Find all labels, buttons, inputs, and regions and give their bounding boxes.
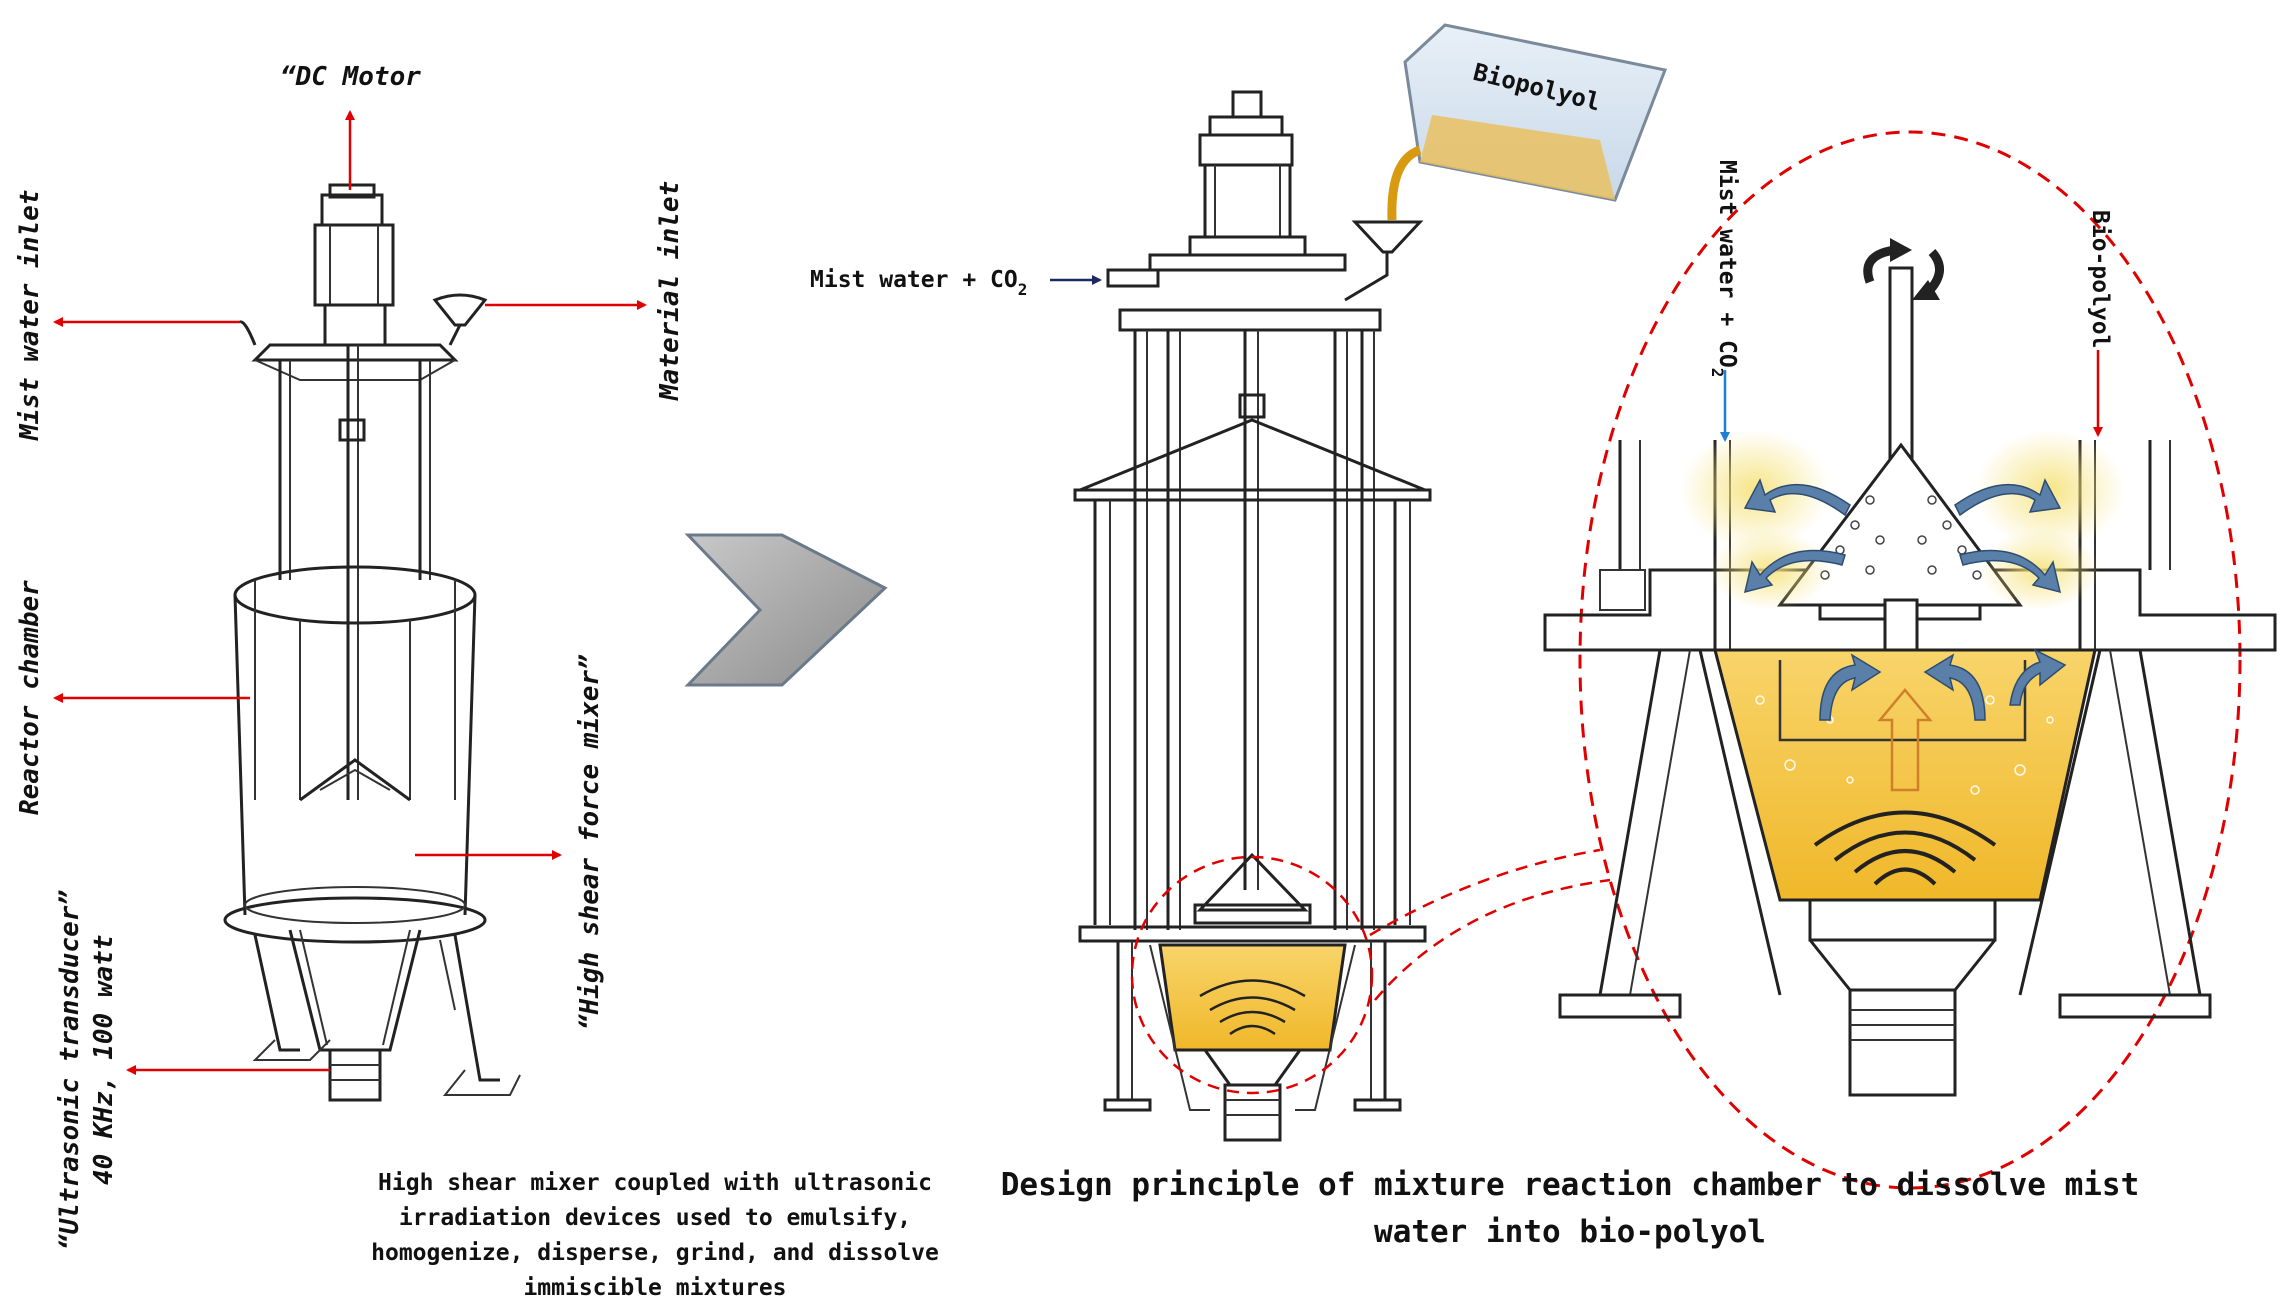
ultrasonic-label-line2: 40 KHz, 100 watt	[89, 935, 119, 1185]
left-annotation-arrows	[53, 110, 647, 1075]
zoom-callout-large	[1578, 130, 2242, 1190]
flow-arrows	[1743, 478, 2067, 721]
high-shear-label: “High shear force mixer”	[575, 654, 605, 1030]
left-caption-line: immiscible mixtures	[523, 1275, 786, 1301]
zoom-connector-bottom	[1374, 878, 1611, 1001]
left-caption-line: High shear mixer coupled with ultrasonic	[378, 1170, 932, 1196]
flow-arrow-icon	[1819, 653, 1882, 721]
rotation-icon	[1863, 238, 1944, 300]
left-caption: High shear mixer coupled with ultrasonic…	[371, 1170, 939, 1301]
flow-arrow-icon	[1954, 478, 2062, 517]
middle-reactor-drawing	[1073, 90, 1432, 1142]
flow-arrow-icon	[1959, 549, 2062, 594]
zoom-callout-small	[1130, 855, 1374, 1095]
reactor-chamber-label: Reactor chamber	[15, 580, 45, 815]
main-caption-line: Design principle of mixture reaction cha…	[1001, 1167, 2139, 1203]
ultrasonic-label-line1: “Ultrasonic transducer”	[55, 890, 85, 1250]
zoomed-chamber-drawing	[1543, 266, 2277, 1097]
flow-arrow-icon	[1743, 478, 1851, 517]
flow-arrow-icon	[1923, 653, 1986, 721]
right-mist-water-label: Mist water + CO2	[1708, 160, 1740, 377]
flow-arrow-icon	[2009, 648, 2067, 706]
dc-motor-label: “DC Motor	[280, 62, 421, 92]
main-caption-line: water into bio-polyol	[1374, 1214, 1766, 1250]
left-caption-line: irradiation devices used to emulsify,	[399, 1205, 911, 1231]
main-caption: Design principle of mixture reaction cha…	[1001, 1167, 2139, 1250]
flow-arrow-icon	[1743, 549, 1846, 594]
left-reactor-drawing	[223, 183, 521, 1102]
zoom-connector-top	[1369, 848, 1601, 937]
right-biopolyol-label: Bio-polyol	[2087, 210, 2113, 348]
middle-mist-water-label: Mist water + CO2	[810, 267, 1027, 299]
left-caption-line: homogenize, disperse, grind, and dissolv…	[371, 1240, 939, 1266]
transition-arrow-icon	[684, 533, 888, 687]
mist-water-inlet-label: Mist water inlet	[15, 190, 45, 441]
biopolyol-beaker: Biopolyol	[1387, 23, 1668, 221]
material-inlet-label: Material inlet	[655, 181, 685, 401]
